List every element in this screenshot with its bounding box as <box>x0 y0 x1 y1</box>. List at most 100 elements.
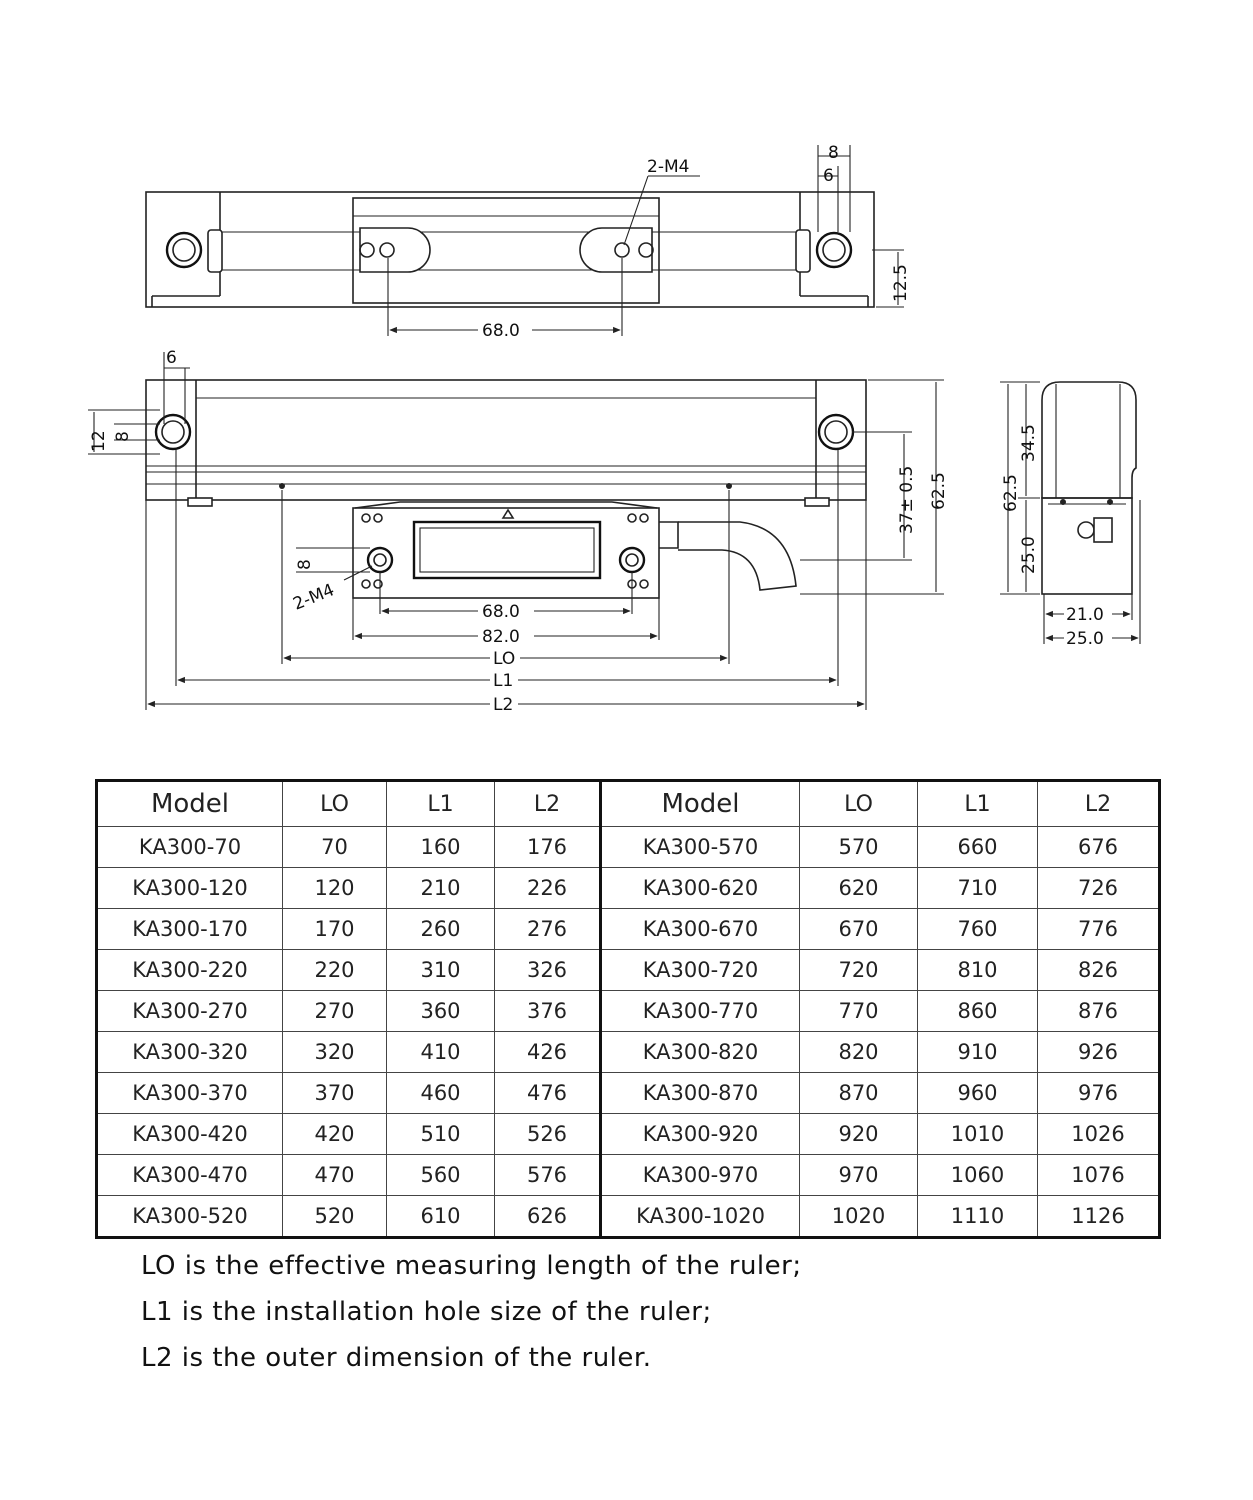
dim-6-front: 6 <box>166 348 177 368</box>
table-cell: 510 <box>386 1113 495 1155</box>
table-header-cell: L1 <box>917 780 1038 827</box>
table-cell: 320 <box>282 1031 387 1073</box>
table-cell: 176 <box>494 826 602 868</box>
table-cell: 120 <box>282 867 387 909</box>
table-cell: 576 <box>494 1154 602 1196</box>
dim-L1-front: L1 <box>493 671 513 691</box>
table-cell: 226 <box>494 867 602 909</box>
table-cell: 770 <box>799 990 918 1032</box>
table-cell: 610 <box>386 1195 495 1238</box>
table-cell: 1026 <box>1037 1113 1160 1155</box>
notes: LO is the effective measuring length of … <box>141 1252 1141 1390</box>
table-header-cell: LO <box>282 780 387 827</box>
table-header-cell: L2 <box>1037 780 1160 827</box>
table-cell: 70 <box>282 826 387 868</box>
dim-68-top: 68.0 <box>482 321 520 341</box>
dim-25-side: 25.0 <box>1066 629 1104 649</box>
dim-8-front: 8 <box>113 431 133 442</box>
top-view: 68.0 2-M4 8 6 12.5 <box>145 143 911 341</box>
table-cell: KA300-120 <box>96 867 283 909</box>
note-l1: L1 is the installation hole size of the … <box>141 1297 712 1327</box>
dim-21-side: 21.0 <box>1066 605 1104 625</box>
table-cell: 210 <box>386 867 495 909</box>
table-cell: 620 <box>799 867 918 909</box>
table-header-cell: L2 <box>494 780 602 827</box>
table-cell: KA300-220 <box>96 949 283 991</box>
table-cell: 1076 <box>1037 1154 1160 1196</box>
table-cell: 926 <box>1037 1031 1160 1073</box>
table-cell: KA300-770 <box>600 990 800 1032</box>
dim-2m4-top: 2-M4 <box>647 157 689 177</box>
table-cell: KA300-1020 <box>600 1195 800 1238</box>
dim-68-front: 68.0 <box>482 602 520 622</box>
dim-250v-side: 25.0 <box>1019 536 1039 574</box>
dim-37-front: 37± 0.5 <box>897 466 917 534</box>
table-cell: 1110 <box>917 1195 1038 1238</box>
table-cell: KA300-970 <box>600 1154 800 1196</box>
note-lo: LO is the effective measuring length of … <box>141 1251 802 1281</box>
table-cell: 376 <box>494 990 602 1032</box>
table-cell: 470 <box>282 1154 387 1196</box>
table-cell: KA300-270 <box>96 990 283 1032</box>
table-cell: 476 <box>494 1072 602 1114</box>
table-cell: 326 <box>494 949 602 991</box>
table-cell: KA300-920 <box>600 1113 800 1155</box>
table-cell: KA300-470 <box>96 1154 283 1196</box>
dim-2m4-front: 2-M4 <box>290 580 337 614</box>
table-cell: 870 <box>799 1072 918 1114</box>
dim-12-front: 12 <box>89 430 109 452</box>
table-cell: 976 <box>1037 1072 1160 1114</box>
dim-8-top: 8 <box>828 143 839 163</box>
table-cell: 810 <box>917 949 1038 991</box>
table-cell: 460 <box>386 1072 495 1114</box>
table-cell: KA300-670 <box>600 908 800 950</box>
dim-8b-front: 8 <box>295 559 315 570</box>
table-cell: 1060 <box>917 1154 1038 1196</box>
table-cell: 420 <box>282 1113 387 1155</box>
note-l2: L2 is the outer dimension of the ruler. <box>141 1343 652 1373</box>
table-cell: KA300-520 <box>96 1195 283 1238</box>
dim-L2-front: L2 <box>493 695 513 715</box>
table-cell: 960 <box>917 1072 1038 1114</box>
table-cell: 426 <box>494 1031 602 1073</box>
table-cell: 660 <box>917 826 1038 868</box>
table-cell: 570 <box>799 826 918 868</box>
table-cell: 860 <box>917 990 1038 1032</box>
table-cell: 1010 <box>917 1113 1038 1155</box>
table-cell: KA300-420 <box>96 1113 283 1155</box>
table-cell: 410 <box>386 1031 495 1073</box>
table-cell: 676 <box>1037 826 1160 868</box>
table-header-cell: Model <box>96 780 283 827</box>
table-cell: KA300-870 <box>600 1072 800 1114</box>
table-cell: KA300-320 <box>96 1031 283 1073</box>
dim-625-front: 62.5 <box>929 472 949 510</box>
table-cell: 520 <box>282 1195 387 1238</box>
table-cell: KA300-820 <box>600 1031 800 1073</box>
table-cell: 910 <box>917 1031 1038 1073</box>
table-header-cell: L1 <box>386 780 495 827</box>
table-cell: 310 <box>386 949 495 991</box>
dim-345-side: 34.5 <box>1019 424 1039 462</box>
dim-82-front: 82.0 <box>482 627 520 647</box>
table-cell: 276 <box>494 908 602 950</box>
table-cell: KA300-720 <box>600 949 800 991</box>
table-cell: 626 <box>494 1195 602 1238</box>
table-cell: 270 <box>282 990 387 1032</box>
table-cell: 760 <box>917 908 1038 950</box>
table-cell: 670 <box>799 908 918 950</box>
table-cell: 776 <box>1037 908 1160 950</box>
table-cell: 710 <box>917 867 1038 909</box>
table-cell: KA300-620 <box>600 867 800 909</box>
table-cell: 360 <box>386 990 495 1032</box>
table-cell: 720 <box>799 949 918 991</box>
dim-6-top: 6 <box>823 166 834 186</box>
table-cell: KA300-370 <box>96 1072 283 1114</box>
table-cell: KA300-70 <box>96 826 283 868</box>
